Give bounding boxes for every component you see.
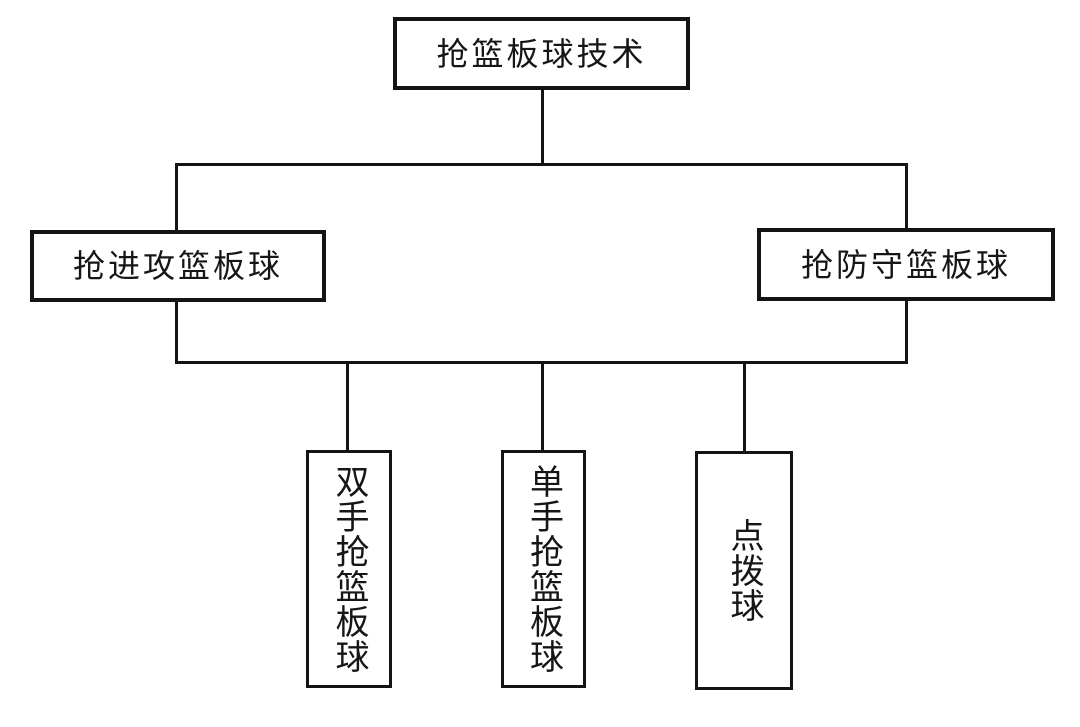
node-defensive-rebound-label: 抢防守篮板球 (800, 245, 1011, 284)
connector-frame-to-one-hand (541, 361, 544, 453)
node-tip-ball-label: 点拨球 (724, 518, 764, 623)
node-rebounding-technique: 抢篮板球技术 (393, 17, 690, 90)
connector-root-to-frame (541, 88, 544, 166)
connector-frame-to-two-hand (346, 361, 349, 453)
node-rebounding-technique-label: 抢篮板球技术 (436, 34, 647, 73)
connector-frame-to-tip (743, 361, 746, 453)
node-two-hand-rebound: 双手抢篮板球 (306, 450, 392, 688)
node-defensive-rebound: 抢防守篮板球 (757, 228, 1055, 301)
node-offensive-rebound: 抢进攻篮板球 (30, 230, 326, 302)
node-one-hand-rebound-label: 单手抢篮板球 (523, 464, 564, 674)
node-tip-ball: 点拨球 (695, 451, 793, 690)
node-offensive-rebound-label: 抢进攻篮板球 (72, 247, 283, 285)
node-two-hand-rebound-label: 双手抢篮板球 (329, 464, 369, 674)
node-one-hand-rebound: 单手抢篮板球 (501, 450, 586, 688)
